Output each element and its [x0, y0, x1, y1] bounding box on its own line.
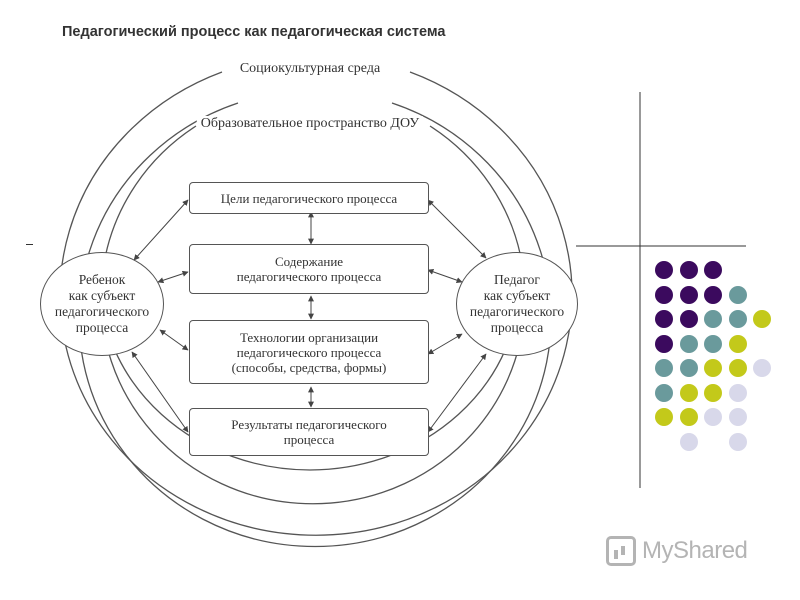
decor-dot — [679, 334, 698, 353]
decor-dash — [26, 244, 33, 245]
connector-child-goals — [133, 199, 189, 261]
decor-dot — [679, 383, 698, 402]
component-results: Результаты педагогического процесса — [189, 408, 429, 456]
component-goals-label: Цели педагогического процесса — [220, 190, 398, 206]
decor-dot — [655, 408, 673, 426]
outer-environment-label: Социокультурная среда — [235, 61, 385, 77]
decor-dot — [704, 285, 722, 304]
connector-teacher-goals — [427, 199, 487, 259]
decor-dot — [704, 408, 722, 426]
decor-dot — [704, 359, 722, 377]
decor-dot — [728, 408, 747, 426]
decor-dot — [655, 285, 673, 304]
decor-dot — [679, 285, 698, 304]
connector-teacher-results — [427, 353, 487, 433]
outer-environment-ring-inner — [78, 102, 552, 548]
decor-dot — [655, 334, 673, 353]
decor-dot — [704, 383, 722, 402]
decor-dot — [679, 432, 698, 451]
component-technology: Технологии организации педагогического п… — [189, 320, 429, 384]
decor-dot — [679, 408, 698, 426]
decor-dot — [728, 285, 747, 304]
decor-dot — [704, 334, 722, 353]
inner-environment-ring-inner — [99, 279, 521, 471]
watermark: MyShared — [606, 536, 748, 566]
watermark-logo-icon — [606, 536, 636, 566]
decor-dot — [728, 383, 747, 402]
actor-teacher: Педагог как субъект педагогического проц… — [456, 252, 578, 356]
watermark-text: MyShared — [642, 537, 748, 564]
decor-dot — [753, 359, 771, 377]
decor-dot — [655, 261, 673, 279]
decor-dot — [704, 310, 722, 328]
component-results-label: Результаты педагогического процесса — [231, 417, 387, 447]
component-goals: Цели педагогического процесса — [189, 182, 429, 214]
actor-teacher-label: Педагог как субъект педагогического проц… — [469, 272, 565, 335]
component-technology-label: Технологии организации педагогического п… — [231, 329, 387, 375]
outer-environment-ring — [59, 71, 573, 536]
decor-dot — [679, 261, 698, 279]
connector-teacher-technology — [427, 333, 463, 355]
inner-environment-label: Образовательное пространство ДОУ — [196, 116, 424, 132]
connector-child-results — [131, 351, 189, 433]
decor-dot — [704, 261, 722, 279]
diagram-title: Педагогический процесс как педагогическа… — [62, 24, 446, 40]
decor-dot — [753, 310, 771, 328]
connector-child-technology — [159, 329, 189, 351]
component-content: Содержание педагогического процесса — [189, 244, 429, 294]
decor-dot — [728, 334, 747, 353]
connector-child-content — [157, 270, 189, 284]
decor-dot — [679, 359, 698, 377]
decor-dot — [655, 359, 673, 377]
decor-dot — [728, 432, 747, 451]
decor-dot — [728, 310, 747, 328]
decor-dot — [655, 383, 673, 402]
component-content-label: Содержание педагогического процесса — [236, 254, 382, 284]
actor-child-label: Ребенок как субъект педагогического проц… — [54, 272, 150, 335]
actor-child: Ребенок как субъект педагогического проц… — [40, 252, 164, 356]
decor-dot — [679, 310, 698, 328]
connector-teacher-content — [427, 268, 463, 284]
decor-dot — [728, 359, 747, 377]
decor-dot — [655, 310, 673, 328]
